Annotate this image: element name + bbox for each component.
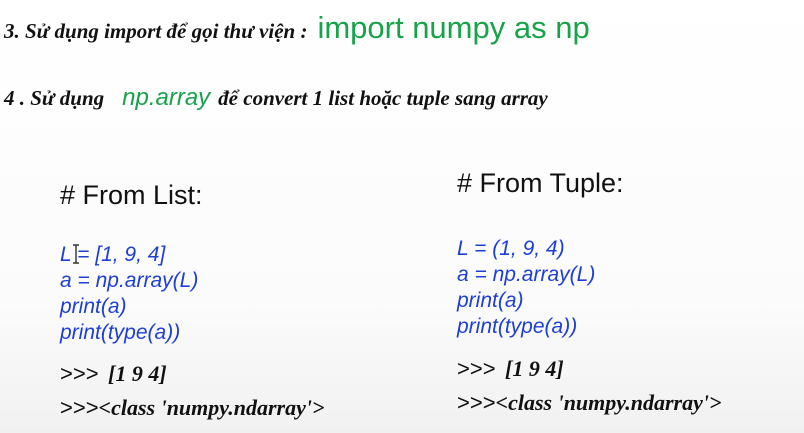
tuple-code-line-2: a = np.array(L) <box>457 263 596 286</box>
tuple-output-2-value: <class 'numpy.ndarray'> <box>495 390 722 415</box>
step-3-text: 3. Sử dụng import để gọi thư viện : <box>4 19 308 43</box>
list-output-1-value: [1 9 4] <box>108 361 167 386</box>
list-output-2-value: <class 'numpy.ndarray'> <box>98 395 325 420</box>
list-code-line-3: print(a) <box>60 295 127 318</box>
tuple-output-2: >>><class 'numpy.ndarray'> <box>457 390 722 416</box>
text-cursor-icon <box>73 244 79 264</box>
tuple-output-1-prompt: >>> <box>457 356 496 381</box>
tuple-output-1-value: [1 9 4] <box>505 356 564 381</box>
tuple-code-line-1: L = (1, 9, 4) <box>457 237 565 260</box>
import-statement: import numpy as np <box>317 10 590 45</box>
step-3-line: 3. Sử dụng import để gọi thư viện : impo… <box>4 10 590 45</box>
tuple-code-line-4: print(type(a)) <box>457 315 578 338</box>
from-tuple-title: # From Tuple: <box>457 168 624 198</box>
list-code-line-4: print(type(a)) <box>60 321 181 344</box>
step-4-suffix: để convert 1 list hoặc tuple sang array <box>218 86 548 110</box>
list-output-1: >>> [1 9 4] <box>60 361 167 387</box>
list-output-1-prompt: >>> <box>60 361 99 386</box>
from-list-title: # From List: <box>60 180 203 210</box>
tuple-code-line-3: print(a) <box>457 289 524 312</box>
list-code-line-1: L = [1, 9, 4] <box>60 243 166 266</box>
list-code-line-2: a = np.array(L) <box>60 269 199 292</box>
step-4-line: 4 . Sử dụng np.array để convert 1 list h… <box>4 84 548 116</box>
list-output-2-prompt: >>> <box>60 395 99 420</box>
tuple-output-1: >>> [1 9 4] <box>457 356 564 382</box>
step-4-prefix: 4 . Sử dụng <box>4 86 105 110</box>
np-array-keyword: np.array <box>122 84 211 111</box>
tuple-output-2-prompt: >>> <box>457 390 496 415</box>
list-output-2: >>><class 'numpy.ndarray'> <box>60 395 325 421</box>
